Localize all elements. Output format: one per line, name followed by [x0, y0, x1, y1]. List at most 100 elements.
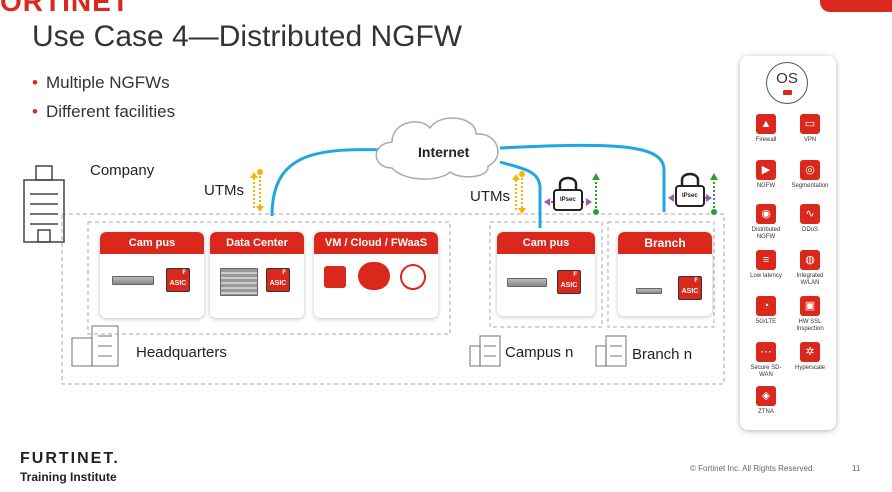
rack-appliance-icon	[220, 268, 258, 296]
hyperscale-icon: ✲	[800, 342, 820, 362]
feature-ddos: ∿ DDoS	[788, 204, 832, 234]
feature-label: Segmentation	[791, 183, 829, 189]
feature-5g-lte: ◔ 5G/LTE	[744, 296, 788, 326]
branch-n-label: Branch n	[632, 346, 693, 363]
top-accent-tab	[820, 0, 892, 12]
footer-fortinet-logo: FURTINET.	[20, 450, 120, 467]
fortinet-mark-icon	[783, 90, 792, 95]
feature-label: Firewall	[755, 137, 777, 143]
card-title: Data Center	[210, 232, 304, 254]
card-title: VM / Cloud / FWaaS	[314, 232, 438, 254]
fortinet-logo-fragment: ORTINET	[0, 0, 130, 17]
feature-label: 5G/LTE	[755, 319, 777, 325]
asic-chip-icon: ASIC	[678, 276, 702, 300]
feature-label: ZTNA	[758, 409, 774, 415]
branch-boundary	[607, 221, 715, 328]
footer-training-institute: Training Institute	[20, 470, 117, 484]
company-building-icon	[23, 165, 65, 243]
asic-chip-icon: ASIC	[557, 270, 581, 294]
feature-segmentation: ◎ Segmentation	[788, 160, 832, 190]
fwaas-icon	[400, 264, 426, 290]
wlan-icon: ◍	[800, 250, 820, 270]
bullet-list: Multiple NGFWs Different facilities	[32, 68, 175, 126]
feature-hyperscale: ✲ Hyperscale	[788, 342, 832, 372]
ssl-icon: ▣	[800, 296, 820, 316]
vm-icon	[324, 266, 346, 288]
card-branch: Branch ASIC	[618, 232, 712, 316]
card-campus-hq: Cam pus ASIC	[100, 232, 204, 318]
ipsec-label-campus: IPsec	[560, 197, 576, 203]
asic-chip-icon: ASIC	[266, 268, 290, 292]
feature-label: NGFW	[756, 183, 776, 189]
feature-label: VPN	[803, 137, 817, 143]
segmentation-icon: ◎	[800, 160, 820, 180]
campus-internet-link	[499, 160, 542, 228]
feature-ztna: ◈ ZTNA	[744, 386, 788, 416]
feature-label: Integrated W/LAN	[796, 273, 824, 286]
campus-boundary	[489, 221, 603, 328]
card-campus-remote: Cam pus ASIC	[497, 232, 595, 316]
green-arrow-branch	[710, 173, 718, 215]
green-arrow-campus	[592, 173, 600, 215]
card-title: Cam pus	[497, 232, 595, 254]
branch-building-icon	[595, 335, 627, 367]
feature-hw-ssl-inspection: ▣ HW SSL Inspection	[788, 296, 832, 333]
ipsec-label-branch: IPsec	[682, 193, 698, 199]
feature-vpn: ▭ VPN	[788, 114, 832, 144]
lock-icon-branch	[675, 172, 705, 207]
page-number: 11	[852, 464, 861, 473]
latency-icon: ≡	[756, 250, 776, 270]
slide-title: Use Case 4—Distributed NGFW	[32, 20, 463, 53]
fortios-feature-panel: OS ▲ Firewall ▭ VPN ▶ NGFW ◎ Segmentation ◉ Distr…	[740, 56, 836, 430]
ngfw-icon: ▶	[756, 160, 776, 180]
bullet-item: Different facilities	[32, 97, 175, 126]
cloud-icon	[358, 262, 390, 290]
feature-low-latency: ≡ Low latency	[744, 250, 788, 280]
feature-label: HW SSL Inspection	[796, 319, 824, 332]
ztna-icon: ◈	[756, 386, 776, 406]
headquarters-label: Headquarters	[136, 344, 227, 361]
asic-chip-icon: ASIC	[166, 268, 190, 292]
card-vm-cloud: VM / Cloud / FWaaS	[314, 232, 438, 318]
appliance-icon	[112, 276, 154, 285]
feature-label: Hyperscale	[794, 365, 825, 371]
feature-distributed-ngfw: ◉ Distributed NGFW	[744, 204, 788, 241]
company-label: Company	[90, 162, 155, 179]
ddos-icon: ∿	[800, 204, 820, 224]
headquarters-building-icon	[71, 325, 119, 367]
utms-left-arrows	[250, 169, 264, 212]
copyright-text: © Fortinet Inc. All Rights Reserved.	[690, 464, 815, 473]
appliance-icon	[507, 278, 547, 287]
card-title: Cam pus	[100, 232, 204, 254]
distributed-icon: ◉	[756, 204, 776, 224]
feature-ngfw: ▶ NGFW	[744, 160, 788, 190]
feature-secure-sd-wan: ⋯ Secure SD-WAN	[744, 342, 788, 379]
feature-firewall: ▲ Firewall	[744, 114, 788, 144]
feature-label: Secure SD-WAN	[750, 365, 782, 378]
headquarters-boundary	[87, 221, 451, 335]
flame-icon: ▲	[756, 114, 776, 134]
campus-building-icon	[469, 335, 501, 367]
utms-right-arrows	[512, 171, 526, 214]
internet-cloud	[375, 117, 499, 180]
feature-label: Distributed NGFW	[751, 227, 781, 240]
vpn-icon: ▭	[800, 114, 820, 134]
company-boundary	[61, 213, 725, 385]
feature-integrated-w-lan: ◍ Integrated W/LAN	[788, 250, 832, 287]
campus-n-label: Campus n	[505, 344, 574, 361]
internet-label: Internet	[418, 144, 470, 160]
lock-icon-campus	[553, 176, 583, 211]
card-data-center: Data Center ASIC	[210, 232, 304, 318]
appliance-icon	[636, 288, 662, 294]
feature-label: Low latency	[750, 273, 782, 279]
hq-internet-link	[270, 148, 393, 217]
5g-icon: ◔	[756, 296, 776, 316]
feature-label: DDoS	[801, 227, 818, 233]
os-label: OS	[776, 70, 798, 87]
bullet-item: Multiple NGFWs	[32, 68, 175, 97]
utms-right-label: UTMs	[470, 188, 510, 205]
utms-left-label: UTMs	[204, 182, 244, 199]
branch-internet-link	[499, 143, 666, 212]
sdwan-icon: ⋯	[756, 342, 776, 362]
